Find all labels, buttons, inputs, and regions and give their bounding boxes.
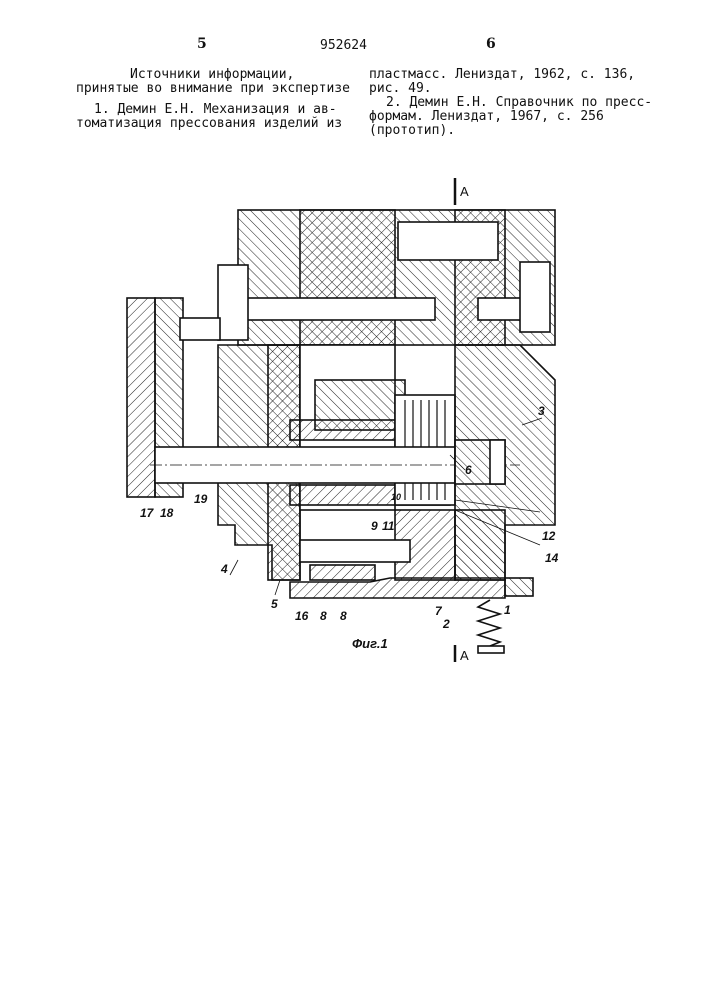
- label-8a: 8: [320, 609, 327, 623]
- plate-17: [127, 298, 155, 497]
- figure-caption: Фиг.1: [352, 636, 388, 651]
- section-label-top: A: [460, 184, 469, 199]
- label-17: 17: [140, 506, 155, 520]
- label-12: 12: [542, 529, 556, 543]
- spring: [478, 600, 500, 646]
- label-18: 18: [160, 506, 174, 520]
- base-16: [290, 578, 505, 598]
- label-8b: 8: [340, 609, 347, 623]
- label-16: 16: [295, 609, 309, 623]
- label-7: 7: [435, 604, 443, 618]
- label-19: 19: [194, 492, 208, 506]
- label-10: 10: [391, 492, 401, 502]
- label-3: 3: [538, 404, 545, 418]
- ring-8: [310, 565, 375, 580]
- label-9: 9: [371, 519, 378, 533]
- label-11: 11: [382, 519, 395, 533]
- upper-bolt: [240, 298, 435, 320]
- label-14: 14: [545, 551, 559, 565]
- lower-bolt: [300, 540, 410, 562]
- label-5: 5: [271, 597, 278, 611]
- label-1: 1: [504, 603, 511, 617]
- upper-housing: [238, 210, 555, 345]
- label-4: 4: [220, 562, 228, 576]
- label-2: 2: [442, 617, 450, 631]
- section-label-bottom: A: [460, 648, 469, 663]
- label-6: 6: [465, 463, 472, 477]
